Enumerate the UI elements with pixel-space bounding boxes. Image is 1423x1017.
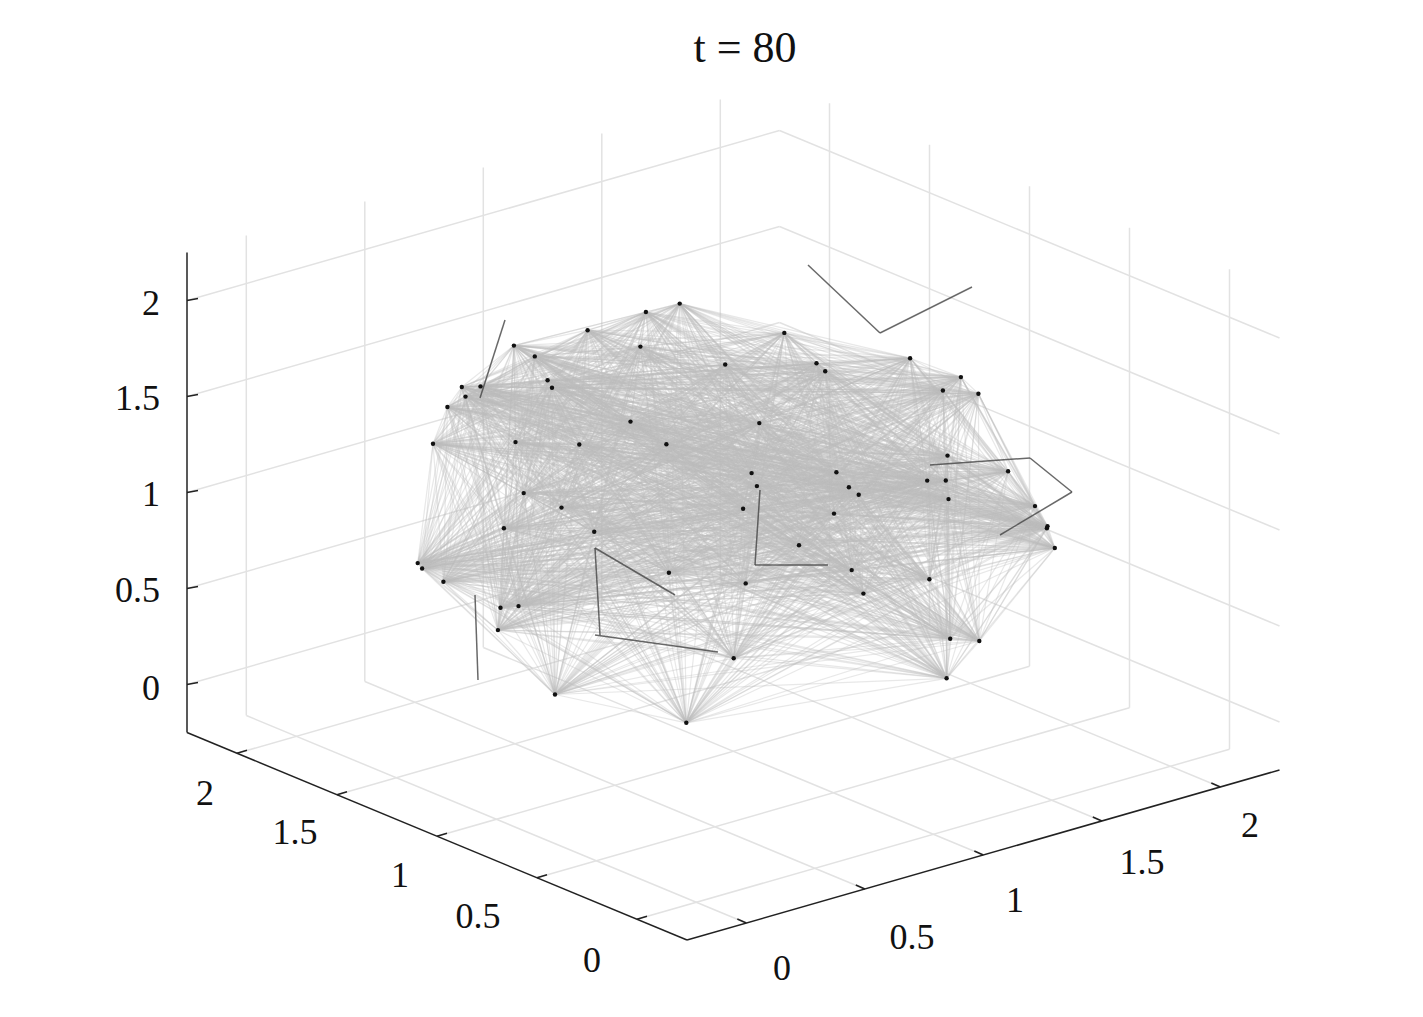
y-axis bbox=[187, 733, 687, 941]
network-edge bbox=[686, 678, 946, 723]
network-edge bbox=[481, 365, 726, 387]
tick-mark bbox=[187, 683, 198, 685]
network-edge bbox=[548, 380, 951, 638]
tick-mark bbox=[187, 395, 198, 397]
tick-mark bbox=[187, 587, 198, 589]
network-edge bbox=[594, 532, 863, 594]
network-edge bbox=[946, 481, 950, 639]
network-edge bbox=[836, 472, 863, 593]
network-edge bbox=[548, 380, 595, 531]
tick-mark bbox=[237, 750, 247, 753]
network-edges bbox=[418, 304, 1055, 723]
network-edge bbox=[734, 363, 817, 658]
network-edge bbox=[548, 380, 946, 480]
network-edge bbox=[548, 380, 562, 507]
tick-mark bbox=[537, 875, 547, 878]
network-edge bbox=[481, 386, 524, 493]
network-edge bbox=[418, 563, 501, 608]
network-edge bbox=[669, 573, 864, 594]
network-edge bbox=[929, 481, 945, 580]
x-axis bbox=[687, 770, 1280, 940]
network-edge bbox=[817, 363, 946, 480]
network-edge bbox=[548, 363, 817, 380]
network-edge bbox=[524, 493, 864, 593]
network-edge bbox=[947, 548, 1055, 678]
tick-mark bbox=[1211, 783, 1220, 787]
network-edge bbox=[946, 377, 961, 480]
network-edge bbox=[863, 481, 945, 594]
network-edge bbox=[746, 583, 951, 638]
network-edge bbox=[734, 579, 930, 658]
tick-mark bbox=[637, 916, 647, 919]
network-edge bbox=[514, 333, 784, 346]
network-edge bbox=[725, 363, 816, 364]
network-edge bbox=[836, 472, 950, 638]
network-edge bbox=[836, 472, 849, 487]
tick-mark bbox=[974, 851, 983, 855]
network-edge bbox=[535, 356, 725, 364]
network-edge bbox=[588, 330, 785, 333]
network-edge bbox=[524, 444, 667, 493]
network-edge bbox=[752, 473, 864, 593]
network-edge bbox=[594, 532, 669, 573]
network-edge bbox=[666, 444, 669, 573]
network-edge bbox=[548, 365, 726, 381]
network-edge bbox=[501, 493, 524, 608]
network-edge bbox=[669, 487, 849, 573]
tick-mark bbox=[1093, 817, 1102, 821]
network-edge bbox=[548, 380, 834, 513]
tick-mark bbox=[187, 491, 198, 493]
network-edge bbox=[481, 386, 562, 507]
tick-mark bbox=[187, 299, 198, 301]
tick-mark bbox=[737, 919, 746, 923]
grid-line bbox=[780, 131, 1280, 339]
network-edge bbox=[548, 380, 928, 480]
grid-line bbox=[437, 666, 1030, 836]
tick-mark bbox=[337, 792, 347, 795]
network-edge bbox=[950, 526, 1047, 638]
network-edge bbox=[501, 583, 746, 607]
network-edge bbox=[929, 499, 948, 579]
tick-mark bbox=[437, 833, 447, 836]
network-edge bbox=[481, 386, 501, 607]
network-edge bbox=[725, 365, 950, 639]
network-edge bbox=[759, 363, 816, 423]
network-edge bbox=[524, 380, 548, 493]
tick-mark bbox=[856, 885, 865, 889]
grid-line bbox=[187, 131, 780, 301]
network-edge bbox=[481, 363, 817, 386]
